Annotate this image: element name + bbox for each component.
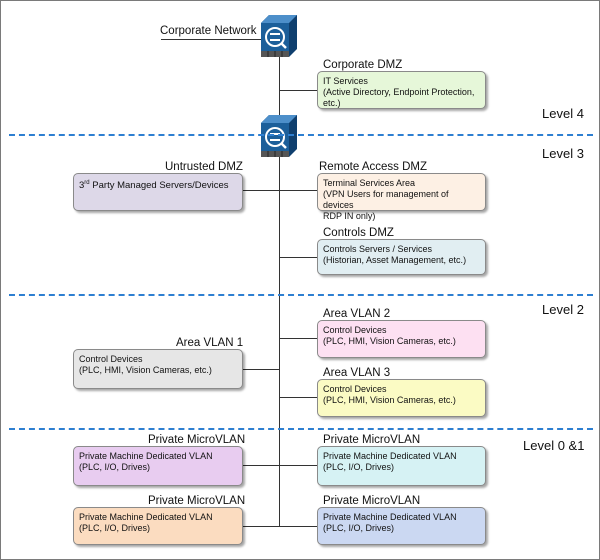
remote-access-dmz-header: Remote Access DMZ: [319, 161, 427, 173]
micro-vlan-right-2-box: Private Machine Dedicated VLAN (PLC, I/O…: [317, 507, 486, 545]
micro-vlan-right-1-box: Private Machine Dedicated VLAN (PLC, I/O…: [317, 446, 486, 486]
level-divider: [9, 294, 593, 296]
connector: [279, 397, 317, 398]
remote-access-dmz-box: Terminal Services Area (VPN Users for ma…: [317, 173, 486, 221]
corporate-network-line: [161, 39, 261, 40]
area-vlan-1-header: Area VLAN 1: [176, 337, 244, 349]
area-vlan-2-header: Area VLAN 2: [323, 308, 391, 320]
untrusted-dmz-text: 3rd Party Managed Servers/Devices: [79, 180, 229, 192]
micro-vlan-left-1-text: Private Machine Dedicated VLAN (PLC, I/O…: [79, 451, 213, 472]
level-divider: [9, 428, 593, 430]
trunk-line: [279, 56, 280, 527]
area-vlan-3-text: Control Devices (PLC, HMI, Vision Camera…: [323, 384, 456, 405]
area-vlan-1-box: Control Devices (PLC, HMI, Vision Camera…: [73, 349, 243, 389]
remote-access-dmz-text: Terminal Services Area (VPN Users for ma…: [323, 178, 449, 221]
area-vlan-2-box: Control Devices (PLC, HMI, Vision Camera…: [317, 320, 486, 358]
corporate-dmz-header: Corporate DMZ: [323, 59, 403, 71]
micro-vlan-right-1-text: Private Machine Dedicated VLAN (PLC, I/O…: [323, 451, 457, 472]
area-vlan-1-text: Control Devices (PLC, HMI, Vision Camera…: [79, 354, 212, 375]
micro-vlan-left-2-header: Private MicroVLAN: [148, 495, 246, 507]
area-vlan-3-box: Control Devices (PLC, HMI, Vision Camera…: [317, 379, 486, 417]
area-vlan-3-header: Area VLAN 3: [323, 367, 391, 379]
controls-dmz-box: Controls Servers / Services (Historian, …: [317, 239, 486, 275]
connector: [243, 465, 317, 466]
level-2-label: Level 2: [542, 302, 584, 317]
level-0-1-label: Level 0 &1: [523, 438, 585, 453]
controls-dmz-text: Controls Servers / Services (Historian, …: [323, 244, 467, 265]
micro-vlan-right-1-header: Private MicroVLAN: [323, 434, 421, 446]
micro-vlan-left-1-header: Private MicroVLAN: [148, 434, 246, 446]
connector: [279, 90, 317, 91]
connector: [279, 257, 317, 258]
firewall-icon: [261, 115, 297, 162]
level-divider: [9, 134, 593, 136]
micro-vlan-left-2-box: Private Machine Dedicated VLAN (PLC, I/O…: [73, 507, 243, 545]
connector: [243, 526, 317, 527]
corporate-network-label: Corporate Network: [160, 25, 257, 37]
micro-vlan-right-2-text: Private Machine Dedicated VLAN (PLC, I/O…: [323, 512, 457, 533]
untrusted-dmz-header: Untrusted DMZ: [165, 161, 243, 173]
level-3-label: Level 3: [542, 146, 584, 161]
micro-vlan-left-1-box: Private Machine Dedicated VLAN (PLC, I/O…: [73, 446, 243, 486]
connector: [279, 338, 317, 339]
firewall-icon: [261, 15, 297, 62]
connector: [243, 369, 279, 370]
micro-vlan-left-2-text: Private Machine Dedicated VLAN (PLC, I/O…: [79, 512, 213, 533]
connector: [243, 190, 317, 191]
corporate-dmz-text: IT Services (Active Directory, Endpoint …: [323, 76, 475, 108]
controls-dmz-header: Controls DMZ: [323, 227, 394, 239]
untrusted-dmz-box: 3rd Party Managed Servers/Devices: [73, 173, 243, 211]
corporate-dmz-box: IT Services (Active Directory, Endpoint …: [317, 71, 486, 109]
level-4-label: Level 4: [542, 106, 584, 121]
area-vlan-2-text: Control Devices (PLC, HMI, Vision Camera…: [323, 325, 456, 346]
micro-vlan-right-2-header: Private MicroVLAN: [323, 495, 421, 507]
